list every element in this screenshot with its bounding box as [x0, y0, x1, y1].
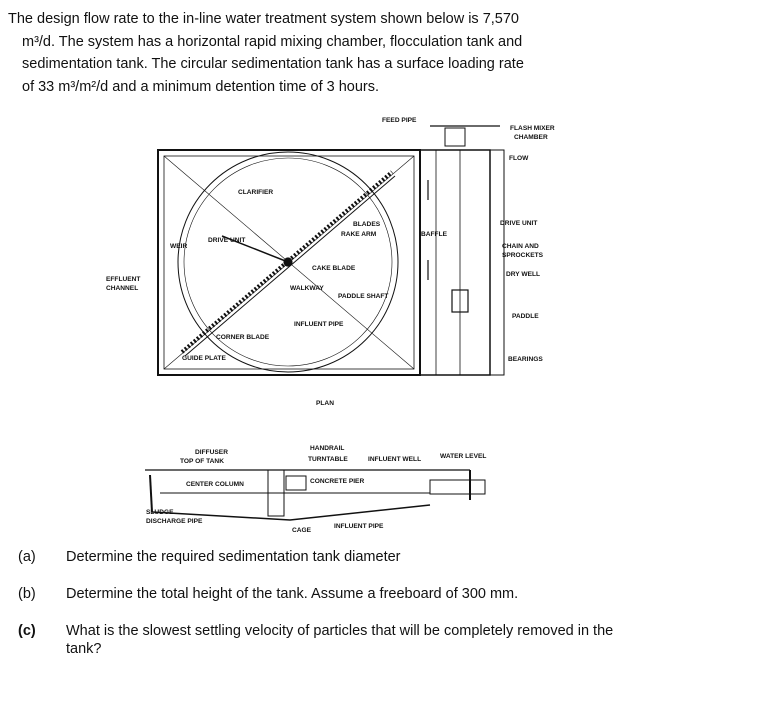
label-effluent: EFFLUENT	[106, 276, 140, 283]
label-sprockets: SPROCKETS	[502, 252, 544, 259]
question-label: (c)	[18, 623, 36, 639]
problem-intro: The design flow rate to the in-line wate…	[8, 8, 568, 98]
walkway	[221, 235, 289, 263]
flash-mixer-chamber	[444, 127, 466, 147]
label-center-column: CENTER COLUMN	[186, 481, 244, 488]
label-water-level: WATER LEVEL	[440, 453, 486, 460]
label-baffle: BAFFLE	[421, 231, 448, 238]
tank-inner-wall	[163, 155, 415, 370]
label-bearings: BEARINGS	[508, 356, 543, 363]
label-cage: CAGE	[292, 527, 312, 534]
center-column	[267, 469, 285, 517]
label-influent-pipe: INFLUENT PIPE	[294, 321, 344, 328]
label-clarifier: CLARIFIER	[238, 189, 273, 196]
intro-line: sedimentation tank. The circular sedimen…	[22, 56, 524, 72]
label-guide-plate: GUIDE PLATE	[182, 355, 226, 362]
question-a: (a) Determine the required sedimentation…	[18, 548, 738, 568]
section-left-wall	[149, 474, 153, 513]
intro-line: The design flow rate to the in-line wate…	[8, 11, 519, 27]
concrete-pier	[285, 475, 307, 491]
label-top-of-tank: TOP OF TANK	[180, 458, 224, 465]
label-chamber: CHAMBER	[514, 134, 548, 141]
dry-well	[489, 149, 505, 376]
question-c: (c) What is the slowest settling velocit…	[18, 622, 738, 662]
label-flow: FLOW	[509, 155, 529, 162]
label-concrete-pier: CONCRETE PIER	[310, 478, 364, 485]
label-paddle: PADDLE	[512, 313, 539, 320]
label-rake-arm: RAKE ARM	[341, 231, 377, 238]
section-floor	[151, 504, 431, 521]
label-drive-unit-left: DRIVE UNIT	[208, 237, 245, 244]
intro-line: of 33 m³/m²/d and a minimum detention ti…	[22, 78, 380, 95]
clarifier-circle	[177, 151, 399, 373]
label-walkway: WALKWAY	[290, 285, 324, 292]
label-weir: WEIR	[170, 243, 187, 250]
label-paddle-shaft: PADDLE SHAFT	[338, 293, 388, 300]
paddle	[451, 289, 469, 313]
label-influent-pipe-section: INFLUENT PIPE	[334, 523, 384, 530]
center-drive	[283, 257, 293, 267]
question-text: Determine the required sedimentation tan…	[66, 549, 401, 565]
label-chain-and: CHAIN AND	[502, 243, 539, 250]
label-discharge-pipe: DISCHARGE PIPE	[146, 518, 203, 525]
plan-labels: FEED PIPE FLASH MIXER CHAMBER FLOW CLARI…	[106, 117, 555, 407]
label-feed-pipe: FEED PIPE	[382, 117, 417, 124]
label-handrail: HANDRAIL	[310, 445, 344, 452]
question-label: (a)	[18, 549, 36, 565]
label-flash-mixer: FLASH MIXER	[510, 125, 555, 132]
label-influent-well: INFLUENT WELL	[368, 456, 421, 463]
label-turntable: TURNTABLE	[308, 456, 348, 463]
label-channel: CHANNEL	[106, 285, 138, 292]
label-diffuser: DIFFUSER	[195, 449, 228, 456]
section-labels: DIFFUSER TOP OF TANK HANDRAIL TURNTABLE …	[146, 445, 486, 534]
question-b: (b) Determine the total height of the ta…	[18, 585, 738, 605]
label-cake-blade: CAKE BLADE	[312, 265, 356, 272]
label-sludge: SLUDGE	[146, 509, 174, 516]
intro-line: m³/d. The system has a horizontal rapid …	[22, 33, 523, 50]
label-plan: PLAN	[316, 400, 334, 407]
label-drive-unit-right: DRIVE UNIT	[500, 220, 537, 227]
question-text: Determine the total height of the tank. …	[66, 586, 519, 602]
flocculation-tank	[419, 149, 491, 376]
label-corner-blade: CORNER BLADE	[216, 334, 270, 341]
question-label: (b)	[18, 586, 36, 602]
label-dry-well: DRY WELL	[506, 271, 540, 278]
label-blades: BLADES	[353, 221, 381, 228]
influent-well-section	[429, 479, 486, 495]
weir-circle	[183, 157, 393, 367]
question-text: What is the slowest settling velocity of…	[66, 623, 614, 657]
